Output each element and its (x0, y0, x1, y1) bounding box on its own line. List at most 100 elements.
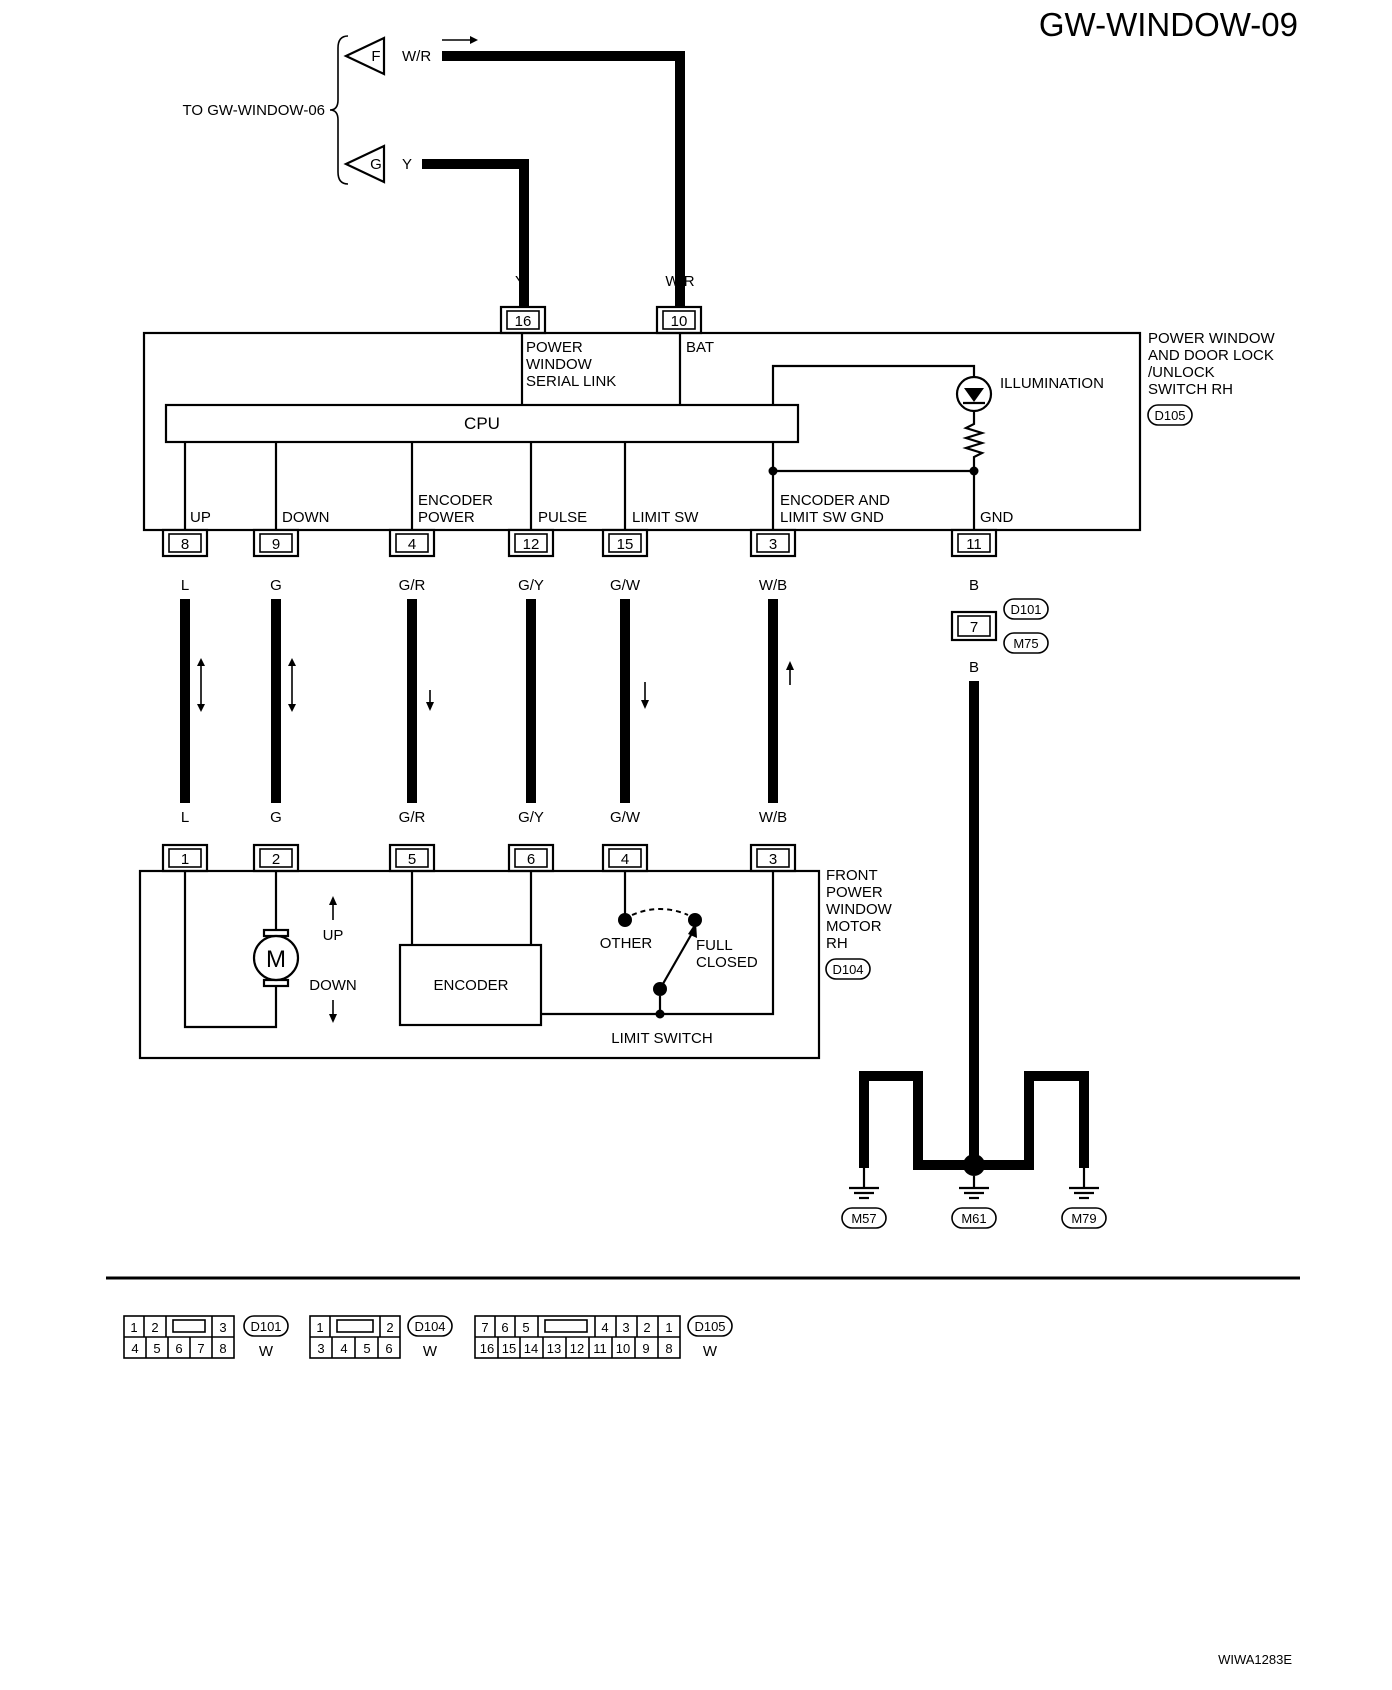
down-arrow (329, 1000, 337, 1023)
svg-text:1: 1 (316, 1320, 323, 1335)
wire-y-top (422, 159, 529, 307)
pin-16: 16 (499, 305, 547, 335)
full-closed-label: FULL CLOSED (696, 937, 758, 971)
svg-text:9: 9 (272, 536, 280, 553)
illumination-label: ILLUMINATION (1000, 375, 1104, 392)
svg-text:6: 6 (175, 1341, 182, 1356)
connector-view-d104: 1 2 3 4 5 6 D104 W (309, 1315, 453, 1360)
svg-text:15: 15 (617, 536, 634, 553)
pin-11: 11 (950, 528, 998, 558)
svg-text:M57: M57 (851, 1211, 876, 1226)
ground-symbols (849, 1168, 1099, 1200)
svg-text:12: 12 (523, 536, 540, 553)
svg-text:G: G (270, 577, 282, 594)
offpage-g-wire: Y (402, 156, 412, 173)
ground-point-m57: M57 (841, 1207, 887, 1229)
page-title: GW-WINDOW-09 (1039, 6, 1298, 43)
svg-text:G: G (270, 809, 282, 826)
svg-text:4: 4 (131, 1341, 138, 1356)
other-label: OTHER (600, 935, 653, 952)
svg-text:5: 5 (363, 1341, 370, 1356)
up-label: UP (323, 927, 344, 944)
svg-text:7: 7 (197, 1341, 204, 1356)
up-pin-label: UP (190, 509, 211, 526)
switch-blade (659, 927, 696, 990)
svg-text:G/W: G/W (610, 577, 641, 594)
svg-text:D101: D101 (250, 1319, 281, 1334)
pulse-label: PULSE (538, 509, 587, 526)
pin-2: 2 (252, 843, 300, 873)
svg-text:10: 10 (616, 1341, 630, 1356)
motor-unit-box (138, 869, 821, 1060)
svg-text:5: 5 (408, 851, 416, 868)
connector-view-d105: 7 6 5 4 3 2 1 16 15 14 13 12 11 10 9 8 D… (474, 1315, 733, 1360)
down-label: DOWN (309, 977, 357, 994)
switch-wire-labels: L G G/R G/Y G/W W/B B (181, 577, 979, 594)
wire-wr-top (442, 51, 685, 307)
switch-travel-arc (631, 908, 689, 916)
svg-text:1: 1 (130, 1320, 137, 1335)
svg-text:W/B: W/B (759, 577, 787, 594)
svg-text:3: 3 (769, 851, 777, 868)
svg-text:5: 5 (153, 1341, 160, 1356)
encoder-power-label: ENCODER POWER (418, 492, 497, 526)
svg-text:2: 2 (386, 1320, 393, 1335)
up-arrow (329, 896, 337, 920)
svg-text:4: 4 (621, 851, 629, 868)
svg-text:W: W (423, 1343, 438, 1360)
svg-text:7: 7 (970, 619, 978, 636)
svg-text:4: 4 (340, 1341, 347, 1356)
svg-text:G/R: G/R (399, 809, 426, 826)
ground-point-m79: M79 (1061, 1207, 1107, 1229)
pin-12: 12 (507, 528, 555, 558)
svg-text:11: 11 (966, 536, 982, 553)
serial-link-label: POWER WINDOW SERIAL LINK (526, 339, 616, 390)
wire-label: Y (515, 273, 525, 290)
svg-text:B: B (969, 577, 979, 594)
connector-code-d101: D101 (1003, 598, 1049, 620)
svg-text:8: 8 (181, 536, 189, 553)
ground-wire-labels: B B B B B (859, 1114, 1089, 1131)
direction-arrowhead (470, 36, 478, 44)
svg-text:6: 6 (385, 1341, 392, 1356)
svg-text:2: 2 (643, 1320, 650, 1335)
svg-text:13: 13 (547, 1341, 561, 1356)
pin-3: 3 (749, 528, 797, 558)
pin-number: 16 (515, 313, 532, 330)
pin-9: 9 (252, 528, 300, 558)
svg-text:1: 1 (181, 851, 189, 868)
motor-symbol: M (252, 928, 300, 988)
offpage-f-letter: F (371, 48, 380, 65)
gnd-label: GND (980, 509, 1014, 526)
switch-bottom-pins: 8 9 4 12 15 3 11 (161, 528, 998, 558)
svg-text:W: W (703, 1343, 718, 1360)
encoder-label: ENCODER (433, 977, 508, 994)
svg-text:5: 5 (522, 1320, 529, 1335)
offpage-g-letter: G (370, 156, 382, 173)
svg-text:G/Y: G/Y (518, 809, 544, 826)
svg-text:M75: M75 (1013, 636, 1038, 651)
encoder-box (398, 943, 543, 1027)
svg-text:W/B: W/B (759, 809, 787, 826)
pin-6: 6 (507, 843, 555, 873)
svg-text:16: 16 (480, 1341, 494, 1356)
encoder-limit-gnd-label: ENCODER AND LIMIT SW GND (780, 492, 894, 526)
offpage-brace (329, 35, 349, 185)
svg-text:14: 14 (524, 1341, 538, 1356)
svg-text:3: 3 (219, 1320, 226, 1335)
pin-15: 15 (601, 528, 649, 558)
svg-text:B: B (969, 1114, 979, 1131)
pin-10: 10 (655, 305, 703, 335)
svg-text:3: 3 (769, 536, 777, 553)
down-pin-label: DOWN (282, 509, 330, 526)
svg-text:B: B (1024, 1114, 1034, 1131)
svg-text:11: 11 (593, 1341, 607, 1356)
pin-8: 8 (161, 528, 209, 558)
svg-text:M: M (266, 946, 286, 973)
connector-code-d105: D105 (1147, 404, 1193, 426)
limit-sw-label: LIMIT SW (632, 509, 699, 526)
connector-code-d104: D104 (825, 958, 871, 980)
pin-number: 10 (671, 313, 688, 330)
ground-splice (963, 1154, 985, 1176)
